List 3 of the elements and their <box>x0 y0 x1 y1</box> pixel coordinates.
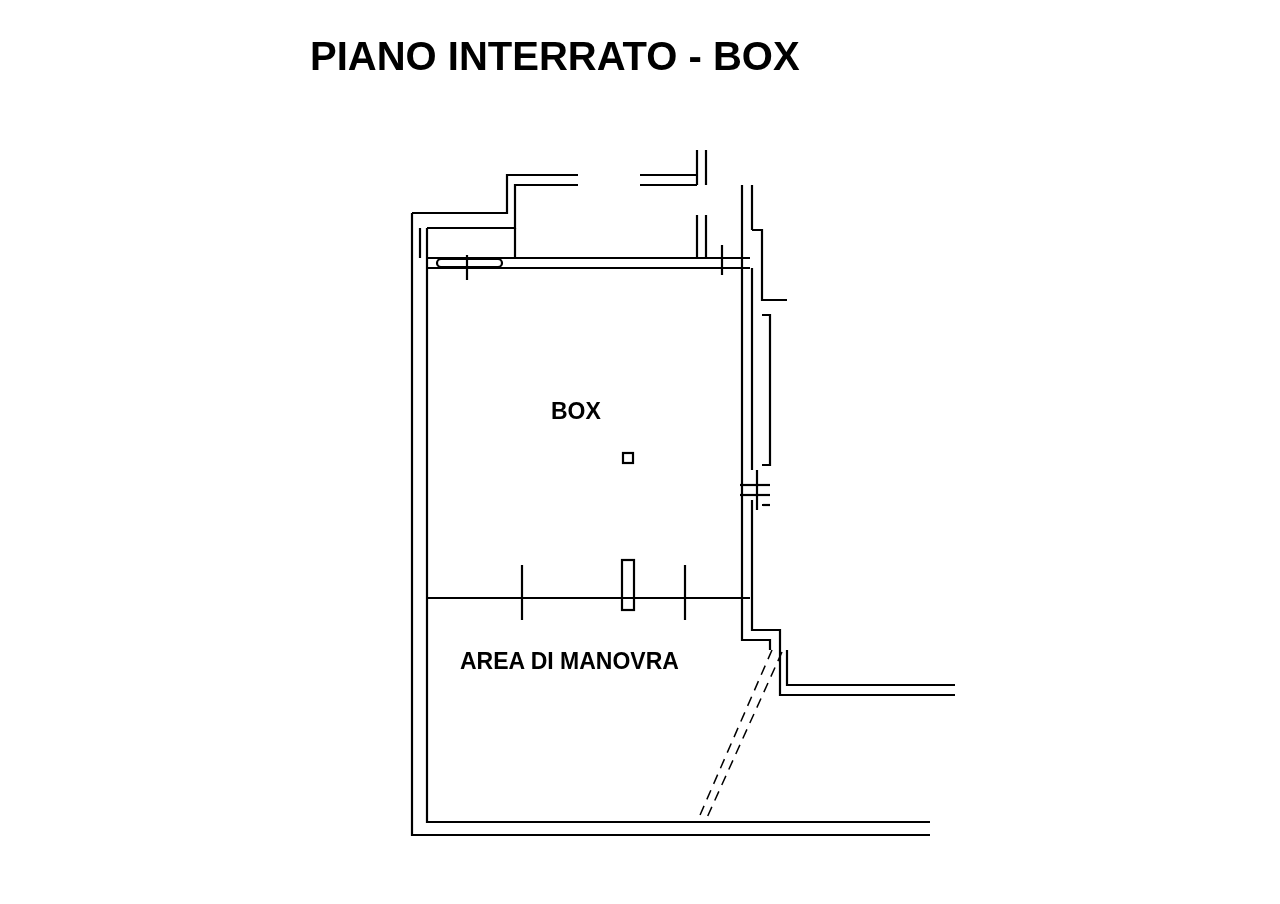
room-label: BOX <box>551 398 601 425</box>
room-label: AREA DI MANOVRA <box>460 648 679 675</box>
plan-title: PIANO INTERRATO - BOX <box>310 34 800 79</box>
